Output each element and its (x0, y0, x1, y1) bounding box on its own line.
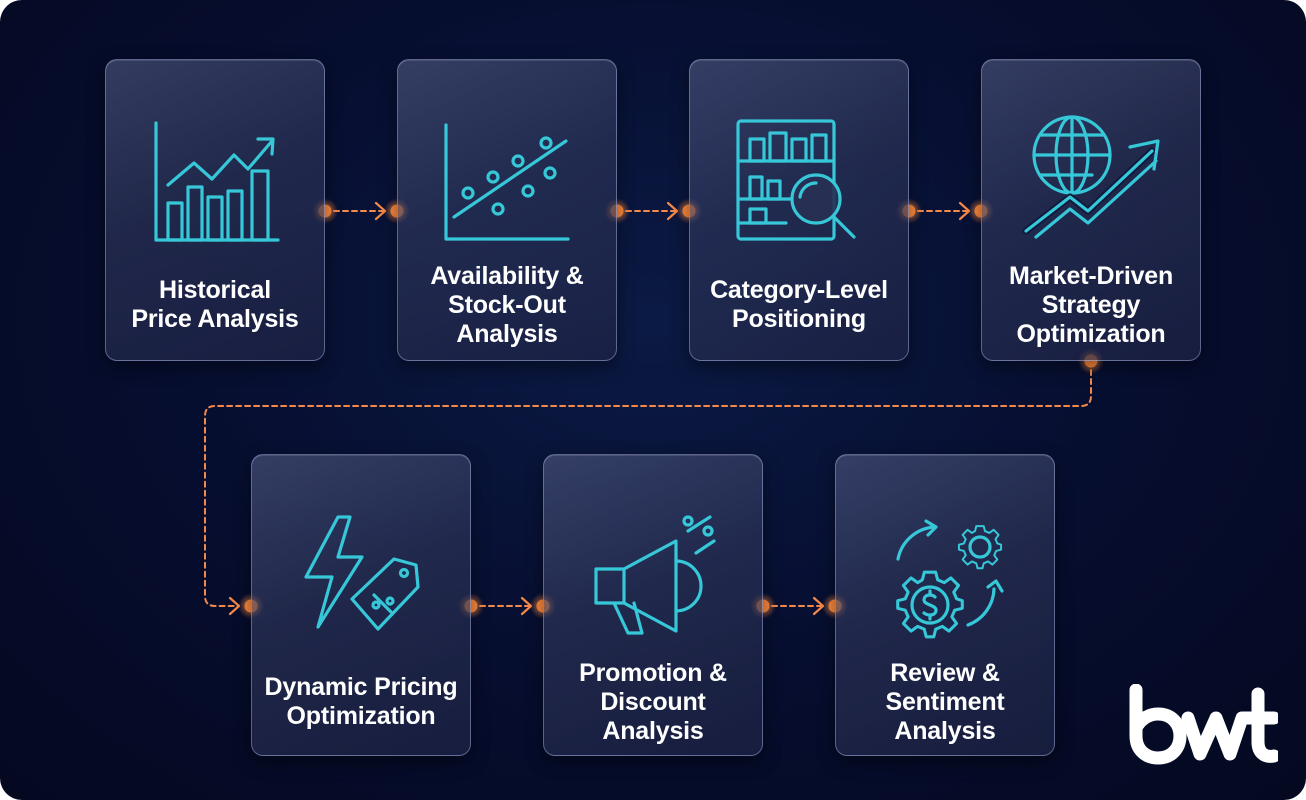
step-label-line: Review & (890, 658, 1000, 687)
brand-logo (1126, 683, 1281, 766)
connector-arrowhead (520, 596, 533, 616)
step-label-line: Promotion & (579, 658, 727, 687)
step-label-line: Positioning (732, 305, 866, 333)
step-card-availability-stock-out-analysis: Availability & Stock-Out Analysis (397, 59, 617, 361)
step-label-line: Discount Analysis (600, 687, 706, 745)
step-label-line: Sentiment (885, 687, 1005, 716)
step-card-historical-price-analysis: Historical Price Analysis (105, 59, 325, 361)
scatter-plot-icon (438, 105, 578, 245)
bar-chart-trend-icon (146, 105, 286, 245)
connector-arrowhead (666, 201, 679, 221)
connector-arrowhead (812, 596, 825, 616)
step-card-category-level-positioning: Category-Level Positioning (689, 59, 909, 361)
step-label-line: Availability & (430, 261, 584, 290)
step-label: Dynamic Pricing Optimization (256, 661, 466, 743)
lightning-price-tag-icon (292, 507, 432, 647)
step-label-line: Analysis (894, 716, 996, 745)
connector-arrowhead (374, 201, 387, 221)
step-label: Market-Driven Strategy Optimization (986, 256, 1196, 354)
step-label-line: Category-Level (710, 276, 888, 304)
step-label-line: Price Analysis (131, 305, 299, 333)
step-label: Historical Price Analysis (110, 256, 320, 354)
gears-dollar-icon (876, 507, 1016, 647)
globe-trend-arrow-icon (1022, 105, 1162, 245)
shelf-magnifier-icon (730, 105, 870, 245)
step-card-promotion-discount-analysis: Promotion & Discount Analysis (543, 454, 763, 756)
step-label-line: Stock-Out (448, 290, 566, 319)
step-card-dynamic-pricing-optimization: Dynamic Pricing Optimization (251, 454, 471, 756)
step-label-line: Optimization (1016, 319, 1166, 348)
step-card-market-driven-strategy-optimization: Market-Driven Strategy Optimization (981, 59, 1201, 361)
step-label-line: Market-Driven (1008, 261, 1174, 290)
step-label-line: Historical (159, 276, 271, 304)
step-label: Review & Sentiment Analysis (840, 658, 1050, 745)
connector-arrowhead (228, 596, 241, 616)
step-label-line: Strategy (1041, 290, 1141, 319)
step-label: Promotion & Discount Analysis (548, 658, 758, 745)
step-label: Category-Level Positioning (694, 256, 904, 354)
step-label-line: Optimization (286, 702, 436, 730)
step-label-line: Dynamic Pricing (264, 673, 458, 701)
step-label-line: Analysis (456, 319, 558, 348)
step-card-review-sentiment-analysis: Review & Sentiment Analysis (835, 454, 1055, 756)
megaphone-percent-icon (584, 507, 724, 647)
connector-arrowhead (958, 201, 971, 221)
step-label: Availability & Stock-Out Analysis (402, 256, 612, 354)
